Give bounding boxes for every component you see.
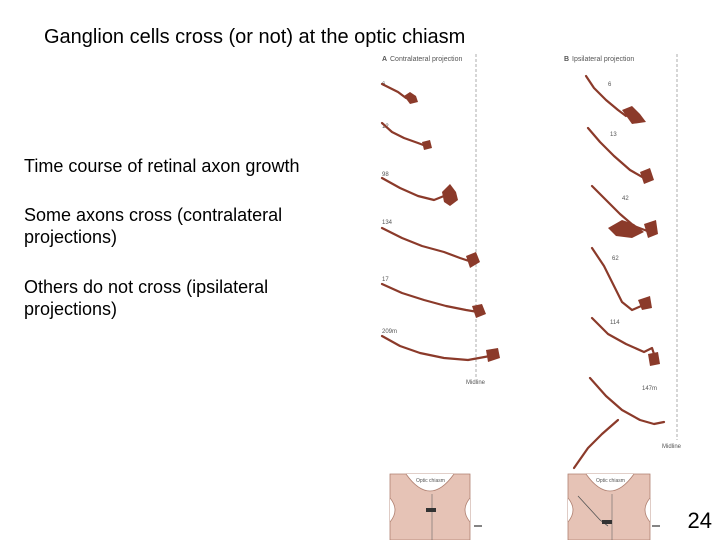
axon-a-134 bbox=[382, 228, 472, 262]
growth-cone bbox=[466, 252, 480, 268]
growth-cone bbox=[640, 168, 654, 184]
panel-a-letter: A bbox=[382, 56, 387, 63]
growth-cone bbox=[622, 106, 646, 124]
b-time-label: 114 bbox=[610, 320, 620, 326]
b-time-label: 6 bbox=[608, 82, 612, 88]
axon-b-114 bbox=[592, 318, 656, 360]
panel-a-title: Contralateral projection bbox=[390, 56, 462, 63]
chiasm-label-b: Optic chiasm bbox=[596, 478, 625, 484]
b-midline-label: Midline bbox=[662, 444, 682, 450]
chiasm-inset-b: Optic chiasm bbox=[568, 474, 660, 540]
panel-a-growth-cones bbox=[404, 92, 500, 362]
slide-title: Ganglion cells cross (or not) at the opt… bbox=[44, 24, 465, 50]
growth-cone bbox=[472, 304, 486, 318]
growth-cone bbox=[608, 220, 644, 238]
a-time-label: 209m bbox=[382, 329, 397, 335]
growth-cone bbox=[422, 140, 432, 150]
panel-b-letter: B bbox=[564, 56, 569, 63]
panel-b-growth-cones bbox=[608, 106, 660, 366]
growth-cone bbox=[644, 220, 658, 238]
axon-a-209 bbox=[382, 336, 490, 360]
chiasm-inset-a: Optic chiasm bbox=[390, 474, 482, 540]
a-time-label: 98 bbox=[382, 172, 389, 178]
page-number: 24 bbox=[688, 508, 712, 534]
panel-b-axons bbox=[574, 76, 664, 468]
growth-cone bbox=[638, 296, 652, 310]
growth-cone bbox=[404, 92, 418, 104]
growth-cone bbox=[442, 184, 458, 206]
axon-growth-figure: A Contralateral projection B Ipsilateral… bbox=[360, 48, 700, 540]
a-midline-label: Midline bbox=[466, 380, 486, 386]
growth-cone bbox=[486, 348, 500, 362]
panel-a-axons bbox=[382, 84, 490, 360]
bullet-time-course: Time course of retinal axon growth bbox=[24, 155, 364, 177]
chiasm-label-a: Optic chiasm bbox=[416, 478, 445, 484]
axon-b-6 bbox=[586, 76, 626, 116]
axon-a-98 bbox=[382, 178, 450, 202]
axon-b-62 bbox=[592, 248, 646, 310]
b-time-label: 42 bbox=[622, 196, 629, 202]
b-time-label: 147m bbox=[642, 386, 657, 392]
growth-cone bbox=[648, 352, 660, 366]
a-time-label: 17 bbox=[382, 277, 389, 283]
bullet-contralateral: Some axons cross (contralateral projecti… bbox=[24, 204, 354, 248]
b-time-label: 13 bbox=[610, 132, 617, 138]
b-time-label: 62 bbox=[612, 256, 619, 262]
axon-b-branch bbox=[574, 420, 618, 468]
axon-b-147 bbox=[590, 378, 664, 424]
axon-a-17 bbox=[382, 284, 478, 312]
panel-b-title: Ipsilateral projection bbox=[572, 56, 634, 63]
bullet-ipsilateral: Others do not cross (ipsilateral project… bbox=[24, 276, 354, 320]
a-time-label: 134 bbox=[382, 220, 393, 226]
